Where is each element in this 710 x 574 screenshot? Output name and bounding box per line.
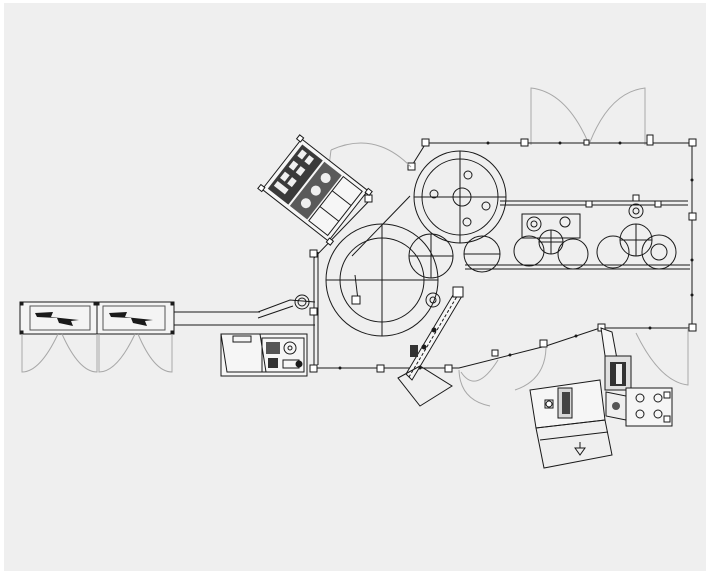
transfer-star-wheels: [351, 195, 501, 305]
large-turntable: [413, 150, 507, 244]
capper-module: [220, 333, 308, 377]
electrical-cabinet: [19, 301, 175, 335]
secondary-turntable: [325, 223, 441, 337]
fence-posts: [309, 134, 697, 373]
right-doors: [458, 328, 689, 407]
layout-drawing: [19, 87, 697, 469]
control-unit: [257, 134, 373, 246]
left-doors: [21, 333, 173, 373]
outfeed-module: [600, 327, 673, 427]
top-doors: [530, 87, 646, 145]
lightning-bolt-icon: [109, 312, 153, 326]
fence-details: [338, 141, 694, 370]
drawing-canvas: [4, 3, 706, 571]
lightning-bolt-icon: [35, 312, 79, 326]
inclined-conveyor: [397, 286, 464, 407]
labeler-module: [529, 379, 613, 469]
feed-duct: [174, 294, 316, 326]
process-line: [465, 194, 690, 270]
